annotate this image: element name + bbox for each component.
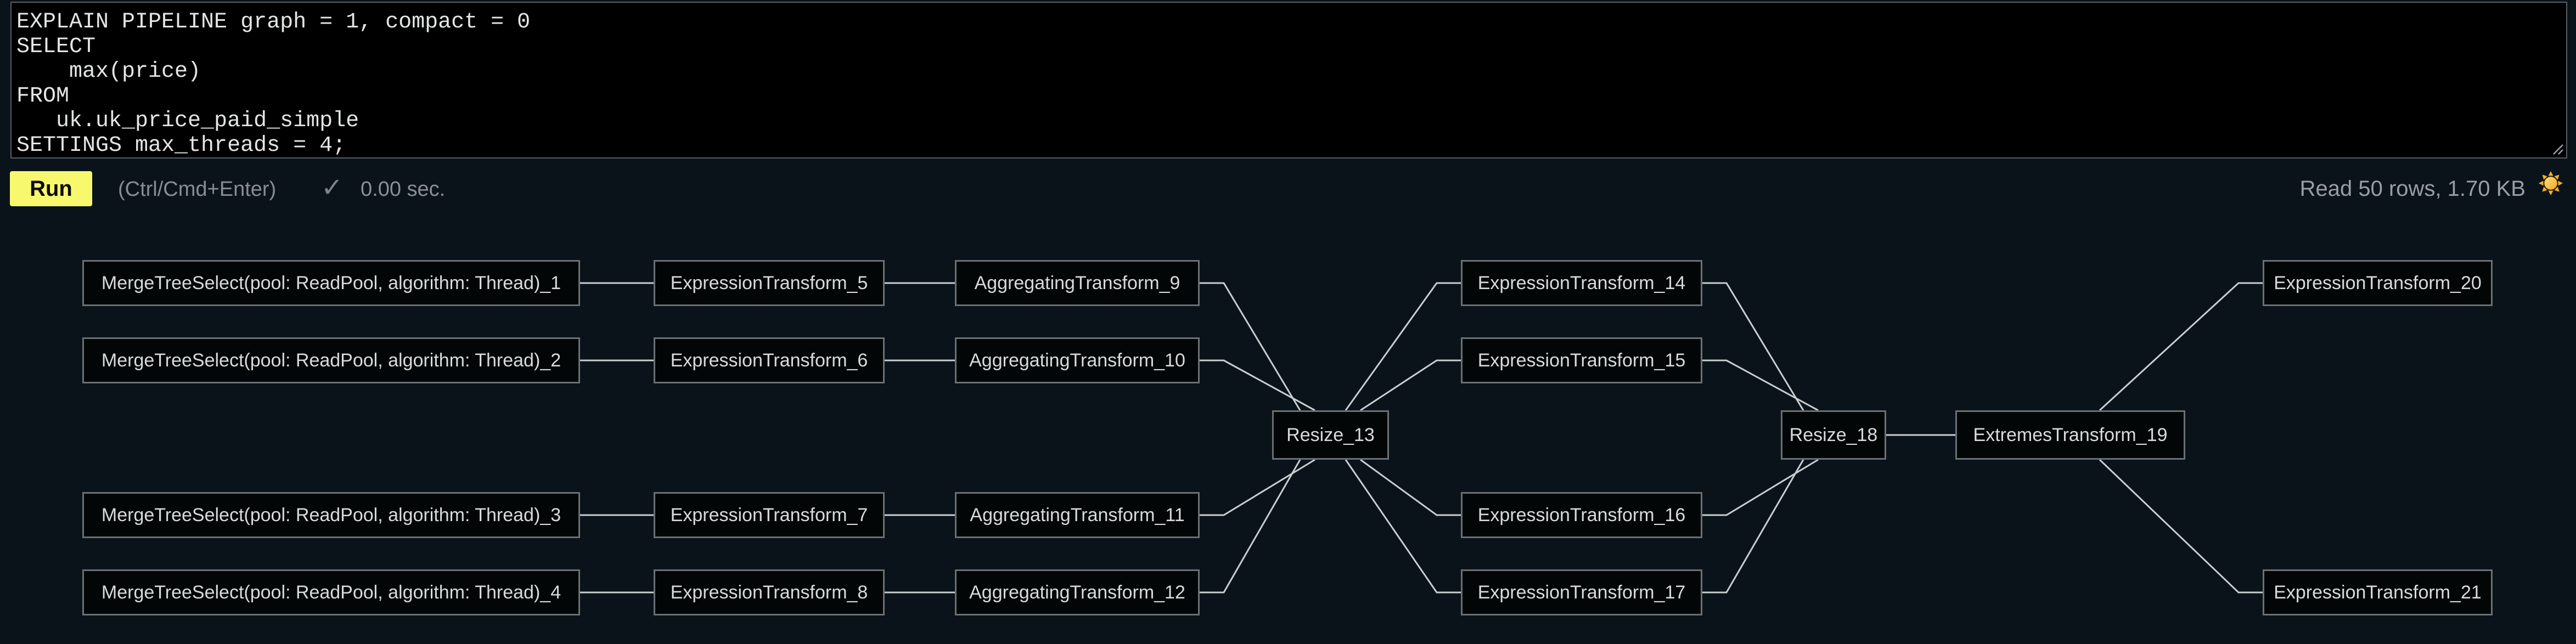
pipeline-edge-10-13 bbox=[1200, 359, 1315, 411]
pipeline-edge-14-18 bbox=[1702, 282, 1804, 411]
read-stats: Read 50 rows, 1.70 KB bbox=[2299, 177, 2526, 201]
pipeline-edge-13-15 bbox=[1360, 359, 1461, 411]
pipeline-node-7: ExpressionTransform_7 bbox=[654, 492, 885, 538]
pipeline-node-20: ExpressionTransform_20 bbox=[2263, 260, 2493, 306]
pipeline-node-15: ExpressionTransform_15 bbox=[1461, 337, 1702, 383]
pipeline-node-5: ExpressionTransform_5 bbox=[654, 260, 885, 306]
pipeline-edge-19-21 bbox=[2099, 459, 2263, 594]
pipeline-edge-12-13 bbox=[1200, 459, 1301, 594]
pipeline-edge-15-18 bbox=[1702, 359, 1819, 411]
textarea-resize-handle[interactable] bbox=[2548, 139, 2563, 155]
pipeline-node-2: MergeTreeSelect(pool: ReadPool, algorith… bbox=[82, 337, 580, 383]
pipeline-node-14: ExpressionTransform_14 bbox=[1461, 260, 1702, 306]
pipeline-edge-17-18 bbox=[1702, 459, 1804, 594]
pipeline-node-13: Resize_13 bbox=[1272, 410, 1389, 460]
pipeline-node-12: AggregatingTransform_12 bbox=[955, 569, 1200, 615]
pipeline-node-9: AggregatingTransform_9 bbox=[955, 260, 1200, 306]
pipeline-node-17: ExpressionTransform_17 bbox=[1461, 569, 1702, 615]
pipeline-node-18: Resize_18 bbox=[1781, 410, 1886, 460]
elapsed-time: 0.00 sec. bbox=[361, 178, 446, 201]
pipeline-node-21: ExpressionTransform_21 bbox=[2263, 569, 2493, 615]
sql-editor[interactable]: EXPLAIN PIPELINE graph = 1, compact = 0 … bbox=[10, 2, 2567, 159]
pipeline-edge-13-16 bbox=[1360, 459, 1461, 516]
pipeline-node-8: ExpressionTransform_8 bbox=[654, 569, 885, 615]
pipeline-edge-19-20 bbox=[2099, 282, 2263, 411]
pipeline-node-6: ExpressionTransform_6 bbox=[654, 337, 885, 383]
pipeline-node-4: MergeTreeSelect(pool: ReadPool, algorith… bbox=[82, 569, 580, 615]
pipeline-node-11: AggregatingTransform_11 bbox=[955, 492, 1200, 538]
pipeline-edge-9-13 bbox=[1200, 282, 1301, 411]
pipeline-edge-11-13 bbox=[1200, 459, 1315, 516]
pipeline-edge-13-14 bbox=[1345, 282, 1461, 411]
pipeline-node-3: MergeTreeSelect(pool: ReadPool, algorith… bbox=[82, 492, 580, 538]
toolbar: Run (Ctrl/Cmd+Enter) ✓ 0.00 sec. Read 50… bbox=[0, 160, 2576, 221]
success-check-icon: ✓ bbox=[321, 173, 344, 202]
pipeline-node-10: AggregatingTransform_10 bbox=[955, 337, 1200, 383]
shortcut-hint: (Ctrl/Cmd+Enter) bbox=[118, 178, 277, 201]
pipeline-node-19: ExtremesTransform_19 bbox=[1955, 410, 2185, 460]
theme-toggle-sun-icon[interactable] bbox=[2538, 170, 2564, 196]
run-button[interactable]: Run bbox=[10, 171, 92, 206]
pipeline-edge-13-17 bbox=[1345, 459, 1461, 594]
pipeline-node-1: MergeTreeSelect(pool: ReadPool, algorith… bbox=[82, 260, 580, 306]
pipeline-edge-16-18 bbox=[1702, 459, 1819, 516]
sql-text[interactable]: EXPLAIN PIPELINE graph = 1, compact = 0 … bbox=[16, 10, 531, 158]
pipeline-node-16: ExpressionTransform_16 bbox=[1461, 492, 1702, 538]
